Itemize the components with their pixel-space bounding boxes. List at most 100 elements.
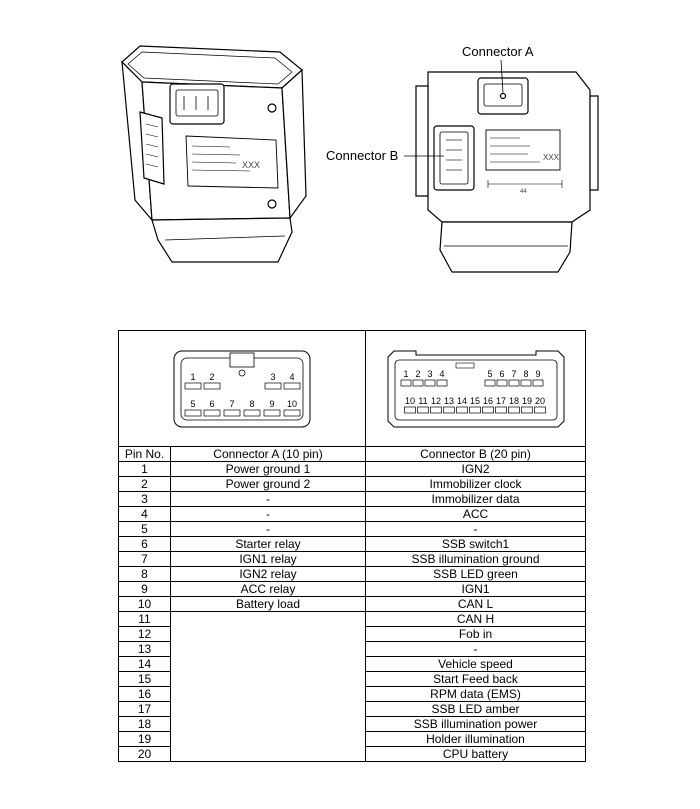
connector-b-cell: RPM data (EMS) [365,686,586,702]
table-header-row: Pin No. Connector A (10 pin) Connector B… [118,446,586,462]
pin-number-cell: 1 [118,461,171,477]
pin-label: 14 [456,396,466,406]
pin-number-cell: 16 [118,686,171,702]
module-views: XXX XXX 44 Connector A Connector B [121,44,599,273]
module-front-view [415,71,599,273]
pin-cavity [496,379,507,386]
connector-b-callout: Connector B [326,148,398,163]
pin-label: 4 [289,372,294,382]
pin-number-cell: 3 [118,491,171,507]
pin-number-cell: 9 [118,581,171,597]
connector-b-cell: Fob in [365,626,586,642]
pin-cavity [533,406,546,413]
pin-cavity [507,406,520,413]
connector-a-cell: IGN1 relay [170,551,366,567]
pin-cavity [184,382,202,389]
pin-cavity [508,379,519,386]
pin-cavity [203,382,221,389]
connector-b-cell: CAN L [365,596,586,612]
pin-label: 2 [209,372,214,382]
pin-cavity [520,406,533,413]
pin-label: 8 [523,369,528,379]
module-isometric-view [121,45,307,263]
pin-number-cell: 15 [118,671,171,687]
table-row: 3-Immobilizer data [118,491,586,507]
pin-label: 6 [209,399,214,409]
connector-b-cell: - [365,521,586,537]
header-connector-b: Connector B (20 pin) [365,446,586,462]
pin-cavity [400,379,411,386]
pin-cavity [223,409,241,416]
connector-a-callout: Connector A [462,44,534,59]
connector-b-cell: SSB illumination power [365,716,586,732]
pin-number-cell: 14 [118,656,171,672]
pin-number-cell: 20 [118,746,171,762]
pin-label: 2 [415,369,420,379]
table-row: 4-ACC [118,506,586,522]
pin-cavity [403,406,416,413]
connector-b-cell: Immobilizer data [365,491,586,507]
table-row: 12 Fob in [118,626,586,642]
connector-a-cell [170,746,366,762]
connector-a-cell: - [170,506,366,522]
pin-label: 19 [521,396,531,406]
pin-label: 10 [287,399,297,409]
connector-b-cell: Vehicle speed [365,656,586,672]
connector-a-cell: - [170,491,366,507]
pin-label: 4 [439,369,444,379]
table-row: 5-- [118,521,586,537]
pin-cavity [283,382,301,389]
connector-a-cell [170,731,366,747]
pin-cavity [184,409,202,416]
connector-a-cell: Power ground 2 [170,476,366,492]
pin-label: 1 [190,372,195,382]
pin-cavity [481,406,494,413]
connector-a-cell [170,611,366,627]
pin-label: 5 [190,399,195,409]
pin-label: 6 [499,369,504,379]
pin-label: 10 [404,396,414,406]
connector-a-cell: - [170,521,366,537]
connector-a-cell: Power ground 1 [170,461,366,477]
module-part-label-right: XXX [543,153,560,162]
connector-b-cell: Holder illumination [365,731,586,747]
pin-label: 12 [430,396,440,406]
dimension-label: 44 [520,189,527,195]
connector-a-cell: Starter relay [170,536,366,552]
pin-number-cell: 10 [118,596,171,612]
connector-a-cell [170,686,366,702]
pin-label: 8 [249,399,254,409]
pin-number-cell: 2 [118,476,171,492]
pin-number-cell: 11 [118,611,171,627]
connector-b-cell: IGN1 [365,581,586,597]
table-row: 13- [118,641,586,657]
connector-a-cell: Battery load [170,596,366,612]
pin-label: 17 [495,396,505,406]
pin-label: 1 [403,369,408,379]
connector-a-cell [170,656,366,672]
pin-cavity [455,406,468,413]
pin-cavity [436,379,447,386]
connector-a-cell [170,716,366,732]
pin-cavity [412,379,423,386]
connector-a-cell: ACC relay [170,581,366,597]
pin-label: 3 [270,372,275,382]
pin-number-cell: 18 [118,716,171,732]
connector-a-leader [500,59,504,94]
pin-number-cell: 7 [118,551,171,567]
pin-cavity [442,406,455,413]
connector-b-cell: SSB switch1 [365,536,586,552]
connector-b-cell: Immobilizer clock [365,476,586,492]
pin-cavity [429,406,442,413]
pin-number-cell: 19 [118,731,171,747]
pin-number-cell: 12 [118,626,171,642]
connector-b-cell: CPU battery [365,746,586,762]
connector-a-cell: IGN2 relay [170,566,366,582]
pin-cavity [468,406,481,413]
